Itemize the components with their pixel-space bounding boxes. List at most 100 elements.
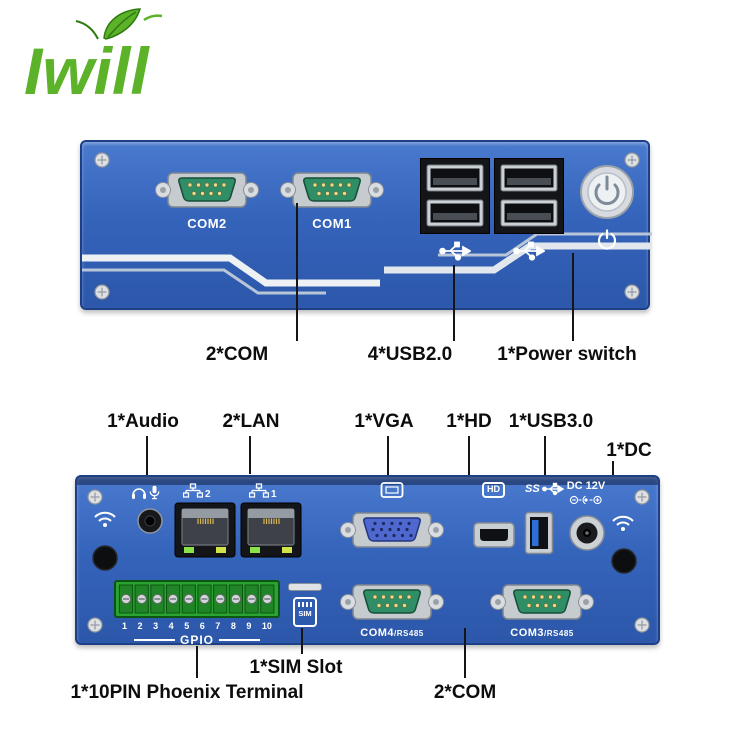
gpio-phoenix-terminal: [114, 580, 280, 618]
leader-line: [468, 436, 470, 486]
sim-icon-bars: [298, 602, 312, 607]
dc-polarity-icon: [569, 495, 602, 505]
gpio-label: GPIO: [180, 633, 215, 647]
leader-line: [572, 253, 574, 341]
usb2-port-stack: [420, 158, 490, 234]
screw-icon: [634, 489, 650, 505]
gpio-pin-number: 10: [261, 621, 272, 631]
screw-icon: [634, 617, 650, 633]
antenna-hole: [611, 548, 637, 574]
microphone-icon: [149, 485, 160, 500]
screw-icon: [624, 152, 640, 168]
com3-port-label: COM3/RS485: [510, 627, 573, 639]
audio-icons: [131, 485, 160, 500]
audio-jack: [137, 508, 163, 534]
power-button: [580, 165, 634, 219]
callout-front-power: 1*Power switch: [497, 344, 637, 365]
dc-power-jack: [569, 515, 605, 551]
screw-icon: [624, 284, 640, 300]
leader-line: [387, 436, 389, 478]
callout-rear-hd: 1*HD: [446, 411, 492, 432]
com2-port-label: COM2: [187, 216, 227, 231]
leader-line: [146, 436, 148, 486]
brand-logo: Iwill: [24, 8, 163, 108]
vga-port: [340, 512, 444, 548]
sim-slot: [288, 583, 322, 591]
screw-icon: [94, 284, 110, 300]
gpio-pin-number: 7: [215, 621, 221, 631]
callout-rear-com: 2*COM: [433, 682, 497, 703]
dc-12v-label: DC 12V: [566, 480, 606, 492]
leader-line: [544, 436, 546, 483]
usb2-port-stack: [494, 158, 564, 234]
lan1-number: 1: [271, 489, 277, 500]
com1-serial-port: [280, 172, 384, 208]
usb3-ss-icon: SS: [525, 482, 564, 496]
logo-text: Iwill: [24, 34, 150, 108]
usb3-port: [524, 511, 554, 555]
usb3-ss-text: SS: [525, 483, 540, 495]
hdmi-icon: HD: [482, 482, 505, 498]
callout-rear-sim: 1*SIM Slot: [249, 657, 343, 678]
com4-serial-port: [340, 584, 444, 620]
gpio-caption: GPIO: [134, 633, 261, 647]
lan1-rj45-port: [240, 502, 302, 558]
callout-rear-lan: 2*LAN: [222, 411, 280, 432]
com3-serial-port: [490, 584, 594, 620]
rear-panel: 2 1: [75, 475, 660, 647]
gpio-pin-number: 5: [184, 621, 190, 631]
com1-port-label: COM1: [312, 216, 352, 231]
gpio-pin-number: 2: [137, 621, 143, 631]
hdmi-port: [473, 522, 515, 548]
wifi-icon: [94, 511, 116, 527]
leader-line: [301, 628, 303, 654]
leader-line: [453, 265, 455, 341]
lan2-icon-group: 2: [183, 483, 211, 500]
com4-label-text: COM4: [360, 627, 395, 639]
usb-trident-icon: [439, 241, 471, 261]
usb-trident-icon: [513, 241, 545, 261]
callout-rear-phoenix: 1*10PIN Phoenix Terminal: [70, 682, 304, 703]
callout-rear-audio: 1*Audio: [107, 411, 179, 432]
gpio-pin-number: 8: [230, 621, 236, 631]
network-icon: [183, 483, 203, 498]
callout-rear-vga: 1*VGA: [354, 411, 414, 432]
wifi-icon: [612, 515, 634, 531]
gpio-pin-number: 3: [153, 621, 159, 631]
com3-label-text: COM3: [510, 627, 545, 639]
front-panel-decor-stripes: [82, 232, 652, 295]
com2-serial-port: [155, 172, 259, 208]
com4-port-label: COM4/RS485: [360, 627, 423, 639]
screw-icon: [94, 152, 110, 168]
gpio-pin-number: 1: [122, 621, 128, 631]
lan2-number: 2: [205, 489, 211, 500]
logo-leaf-icon: [75, 8, 163, 40]
lan2-rj45-port: [174, 502, 236, 558]
headphone-icon: [132, 488, 146, 499]
com4-label-suffix: /RS485: [394, 629, 424, 638]
gpio-caption-line: [219, 639, 261, 641]
leader-line: [296, 203, 298, 341]
network-icon: [249, 483, 269, 498]
leader-line: [196, 646, 198, 678]
sim-icon-text: SIM: [298, 609, 312, 618]
panel-top-edge: [77, 477, 658, 485]
gpio-caption-line: [134, 639, 175, 641]
callout-rear-usb3: 1*USB3.0: [508, 411, 594, 432]
front-panel: COM2 COM1: [80, 140, 652, 310]
callout-rear-dc: 1*DC: [606, 440, 652, 461]
callout-front-usb: 4*USB2.0: [367, 344, 453, 365]
gpio-pin-number: 9: [246, 621, 252, 631]
callout-front-com: 2*COM: [205, 344, 269, 365]
gpio-pin-number: 6: [199, 621, 205, 631]
display-icon: [380, 482, 404, 498]
leader-line: [464, 628, 466, 678]
screw-icon: [87, 617, 103, 633]
leader-line: [249, 436, 251, 474]
antenna-hole: [92, 545, 118, 571]
screw-icon: [87, 489, 103, 505]
lan1-icon-group: 1: [249, 483, 277, 500]
usb-trident-icon: [541, 482, 564, 496]
